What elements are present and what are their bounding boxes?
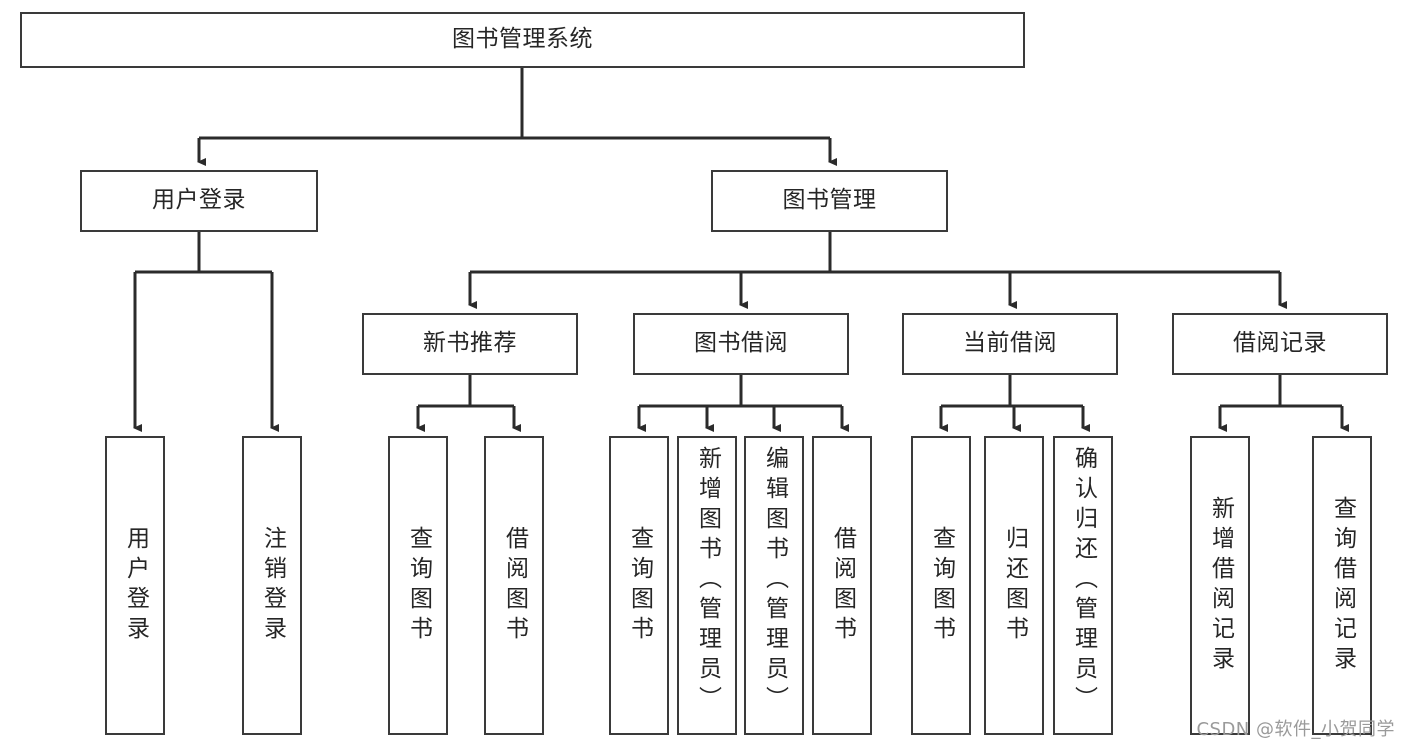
leaf-add-borrow-record-label: 新增借阅记录 <box>1207 495 1234 676</box>
leaf-borrow-book[interactable]: 借阅图书 <box>812 436 872 735</box>
node-book-management-label: 图书管理 <box>782 187 877 214</box>
node-user-login-label: 用户登录 <box>152 187 246 214</box>
leaf-confirm-return-admin[interactable]: 确认归还（管理员） <box>1053 436 1113 735</box>
node-book-borrow-label: 图书借阅 <box>694 330 788 357</box>
leaf-add-borrow-record[interactable]: 新增借阅记录 <box>1190 436 1250 735</box>
leaf-confirm-return-admin-label: 确认归还（管理员） <box>1070 446 1097 716</box>
leaf-query-borrow-record-label: 查询借阅记录 <box>1329 495 1356 676</box>
node-root-label: 图书管理系统 <box>452 26 593 53</box>
leaf-edit-book-admin-label: 编辑图书（管理员） <box>761 446 788 716</box>
leaf-query-book-borrow-label: 查询图书 <box>626 525 653 646</box>
watermark-text: CSDN @软件_小贺同学 <box>1196 719 1395 740</box>
leaf-query-book-rec[interactable]: 查询图书 <box>388 436 448 735</box>
node-book-management[interactable]: 图书管理 <box>711 170 948 232</box>
leaf-query-borrow-record[interactable]: 查询借阅记录 <box>1312 436 1372 735</box>
leaf-logout-login-label: 注销登录 <box>259 525 286 646</box>
leaf-query-book-borrow[interactable]: 查询图书 <box>609 436 669 735</box>
leaf-query-book-current[interactable]: 查询图书 <box>911 436 971 735</box>
leaf-return-book[interactable]: 归还图书 <box>984 436 1044 735</box>
leaf-add-book-admin-label: 新增图书（管理员） <box>694 446 721 716</box>
leaf-borrow-book-rec[interactable]: 借阅图书 <box>484 436 544 735</box>
node-new-book-recommend[interactable]: 新书推荐 <box>362 313 578 375</box>
leaf-borrow-book-label: 借阅图书 <box>829 525 856 646</box>
node-user-login[interactable]: 用户登录 <box>80 170 318 232</box>
leaf-query-book-current-label: 查询图书 <box>928 525 955 646</box>
node-book-borrow[interactable]: 图书借阅 <box>633 313 849 375</box>
leaf-edit-book-admin[interactable]: 编辑图书（管理员） <box>744 436 804 735</box>
leaf-borrow-book-rec-label: 借阅图书 <box>501 525 528 646</box>
leaf-logout-login[interactable]: 注销登录 <box>242 436 302 735</box>
node-root[interactable]: 图书管理系统 <box>20 12 1025 68</box>
node-new-book-recommend-label: 新书推荐 <box>423 330 517 357</box>
node-borrow-record[interactable]: 借阅记录 <box>1172 313 1388 375</box>
leaf-user-login[interactable]: 用户登录 <box>105 436 165 735</box>
leaf-return-book-label: 归还图书 <box>1001 525 1028 646</box>
leaf-query-book-rec-label: 查询图书 <box>405 525 432 646</box>
node-current-borrow[interactable]: 当前借阅 <box>902 313 1118 375</box>
leaf-user-login-label: 用户登录 <box>122 525 149 646</box>
node-borrow-record-label: 借阅记录 <box>1233 330 1327 357</box>
node-current-borrow-label: 当前借阅 <box>963 330 1057 357</box>
leaf-add-book-admin[interactable]: 新增图书（管理员） <box>677 436 737 735</box>
